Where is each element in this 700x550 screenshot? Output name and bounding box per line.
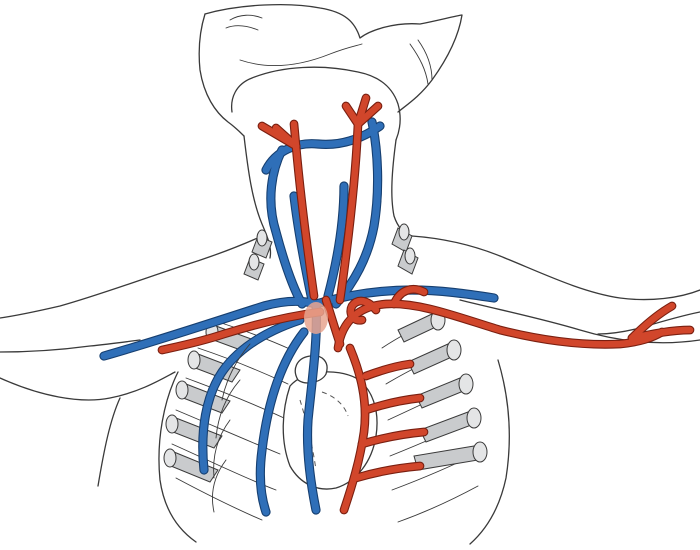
internal-thoracic-vein — [256, 328, 308, 516]
mouth-line — [239, 43, 363, 67]
neck-vessel-ring — [398, 223, 410, 241]
intercostal-vessel-end — [187, 350, 201, 370]
fine-vessel — [221, 343, 251, 401]
left-chest-wall — [0, 371, 176, 487]
carotid-branch — [354, 102, 382, 128]
fine-vessel — [215, 379, 241, 439]
intercostal-vessel — [419, 411, 475, 443]
cranial-vena-cava — [303, 300, 320, 514]
head-detail — [225, 14, 433, 85]
intercostal-vessel-end — [175, 380, 189, 400]
neck-right-side — [391, 139, 413, 237]
neck-vessel-ring — [404, 247, 416, 265]
heart-chamber-line — [321, 391, 349, 417]
rib — [175, 477, 263, 521]
ribcage-left — [158, 371, 197, 543]
right-shoulder-outline — [411, 235, 700, 301]
ribcage-right — [469, 359, 510, 545]
thoracic-artery-branch — [347, 297, 380, 324]
neck-vessel-ring — [256, 229, 268, 247]
rib — [397, 485, 479, 523]
neck-gray-vessels — [243, 223, 419, 281]
descending-aorta — [340, 344, 369, 514]
intercostal-vessel-end — [163, 448, 177, 468]
intercostal-vessel-end — [466, 407, 482, 429]
right-forelimb-lower — [459, 299, 700, 344]
intercostal-vessels-right — [397, 309, 488, 471]
costocervical-vein — [199, 316, 304, 474]
intercostal-artery — [362, 360, 414, 380]
jugular-vein-left — [267, 146, 306, 308]
thoracic-artery-branch — [390, 286, 428, 308]
rib — [185, 377, 285, 419]
intercostal-vessel-end — [472, 441, 488, 463]
intercostal-artery — [362, 394, 424, 414]
head-outline — [204, 3, 463, 113]
subclavian-artery-right-fork — [628, 326, 694, 342]
venous-confluence — [304, 302, 328, 334]
rib — [175, 409, 281, 455]
fine-vessels — [212, 343, 251, 513]
carotid-artery-left — [292, 142, 318, 300]
left-forelimb-lower — [0, 339, 141, 353]
jugular-vein-right — [332, 118, 382, 308]
jugular-arch — [262, 122, 384, 174]
internal-jugular-right — [324, 182, 348, 300]
intercostal-vessel-end — [458, 373, 474, 395]
subclavian-vein-left — [100, 297, 320, 360]
fine-vessel — [212, 459, 227, 513]
neck-inner-contour — [230, 66, 401, 141]
intercostal-artery — [352, 462, 424, 482]
neck-vessel-ring — [248, 253, 260, 271]
heart-septum-line — [299, 399, 317, 471]
intercostal-vessel-end — [165, 414, 179, 434]
intercostal-vessel-end — [446, 339, 462, 361]
left-shoulder-outline — [0, 235, 263, 319]
subclavian-artery-left — [158, 308, 324, 354]
carotid-artery-right — [336, 120, 362, 304]
intercostal-vessel — [415, 377, 467, 409]
intercostal-artery — [358, 428, 428, 448]
carotid-branch — [290, 120, 300, 150]
arteries — [157, 93, 695, 515]
jaw-outline — [198, 13, 245, 137]
fine-vessel — [213, 419, 231, 479]
